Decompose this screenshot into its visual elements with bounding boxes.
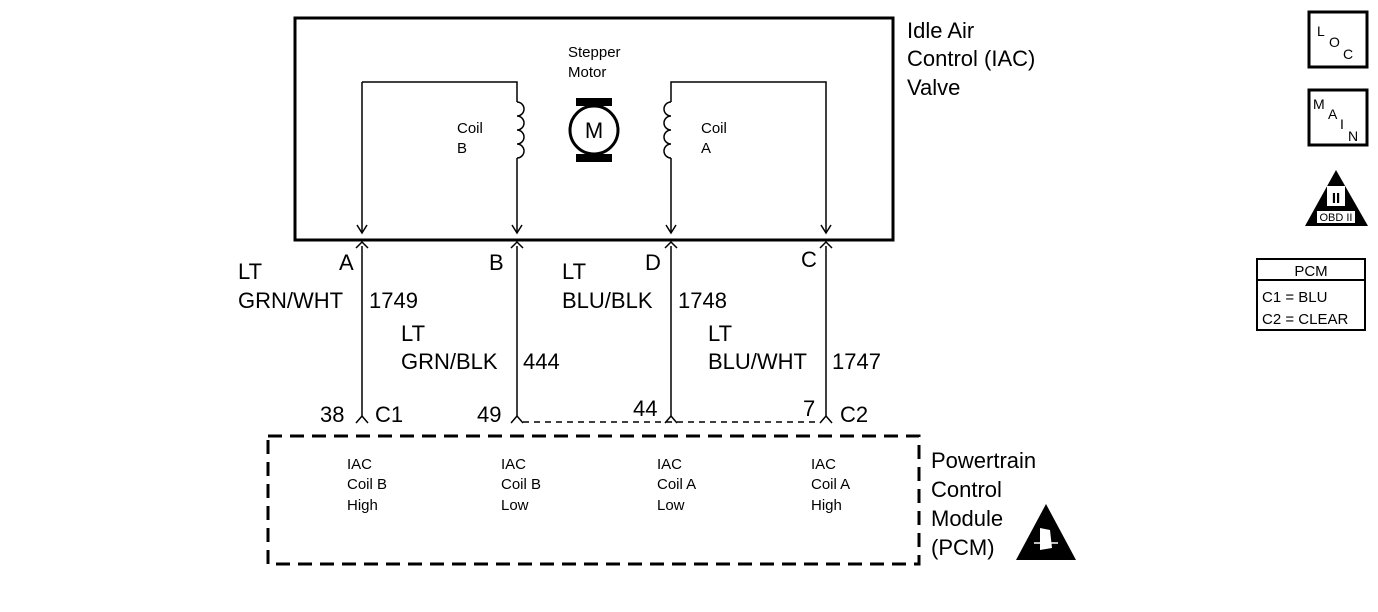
- pcm-circuit-2-line2: Coil B: [501, 476, 541, 493]
- wire-1747-circuit: 1747: [832, 349, 881, 374]
- pcm-title-line2: Control: [931, 477, 1002, 502]
- pcm-connector-table: PCM C1 = BLU C2 = CLEAR: [1256, 258, 1366, 331]
- loc-symbol-icon: L O C: [1307, 10, 1369, 69]
- main-letter-i: I: [1340, 116, 1344, 132]
- wire-1749-color-line1: LT: [238, 259, 262, 284]
- loc-letter-c: C: [1343, 46, 1353, 62]
- valve-connector-pins: [355, 240, 833, 249]
- pin-a-label: A: [339, 250, 354, 275]
- pcm-table-row2: C2 = CLEAR: [1262, 311, 1348, 328]
- pcm-pin-49: 49: [477, 402, 501, 427]
- pcm-title-line1: Powertrain: [931, 448, 1036, 473]
- iac-valve-title-line3: Valve: [907, 75, 960, 100]
- wire-1749-circuit: 1749: [369, 288, 418, 313]
- wire-1747-color-line2: BLU/WHT: [708, 349, 807, 374]
- wire-1749-color-line2: GRN/WHT: [238, 288, 343, 313]
- obd-ii-numeral: II: [1332, 190, 1340, 207]
- pcm-title-line3: Module: [931, 506, 1003, 531]
- loc-letter-l: L: [1317, 23, 1325, 39]
- pcm-connector-c2: C2: [840, 402, 868, 427]
- pcm-circuit-3-line2: Coil A: [657, 476, 696, 493]
- pin-c-label: C: [801, 247, 817, 272]
- pcm-circuit-4-line3: High: [811, 497, 842, 514]
- pcm-table-title: PCM: [1294, 263, 1327, 280]
- pcm-circuit-1-line1: IAC: [347, 456, 372, 473]
- obd-ii-label: OBD II: [1319, 212, 1352, 224]
- main-letter-n: N: [1348, 128, 1358, 144]
- pcm-circuit-3-line1: IAC: [657, 456, 682, 473]
- pin-b-label: B: [489, 250, 504, 275]
- coil-a-label-line2: A: [701, 140, 711, 157]
- wire-444-color-line1: LT: [401, 321, 425, 346]
- stepper-motor-icon: M: [568, 98, 620, 162]
- wire-1747-color-line1: LT: [708, 321, 732, 346]
- coil-b-label-line1: Coil: [457, 120, 483, 137]
- wire-1748-color-line2: BLU/BLK: [562, 288, 653, 313]
- pcm-connector-pins: [355, 414, 833, 424]
- wire-444-color-line2: GRN/BLK: [401, 349, 498, 374]
- iac-valve-box: [293, 16, 895, 242]
- pcm-title-line4: (PCM): [931, 535, 995, 560]
- iac-valve-title-line2: Control (IAC): [907, 46, 1035, 71]
- wire-1748-circuit: 1748: [678, 288, 727, 313]
- wire-1748-color-line1: LT: [562, 259, 586, 284]
- pcm-circuit-3-line3: Low: [657, 497, 685, 514]
- stepper-motor-label-line1: Stepper: [568, 44, 621, 61]
- pcm-circuit-2-line3: Low: [501, 497, 529, 514]
- main-letter-a: A: [1328, 106, 1338, 122]
- pcm-circuit-4-line2: Coil A: [811, 476, 850, 493]
- coil-b-label-line2: B: [457, 140, 467, 157]
- pcm-pin-38: 38: [320, 402, 344, 427]
- esd-warning-icon: [1016, 504, 1076, 560]
- iac-valve-title-line1: Idle Air: [907, 18, 974, 43]
- main-letter-m: M: [1313, 96, 1325, 112]
- pcm-connector-c1: C1: [375, 402, 403, 427]
- obd-ii-icon: II OBD II: [1305, 170, 1368, 226]
- pcm-circuit-4-line1: IAC: [811, 456, 836, 473]
- pin-d-label: D: [645, 250, 661, 275]
- coil-a-label-line1: Coil: [701, 120, 727, 137]
- main-symbol-icon: M A I N: [1307, 88, 1369, 147]
- wire-444-circuit: 444: [523, 349, 560, 374]
- coil-a-circuit: [663, 81, 832, 235]
- harness-wires: [361, 246, 827, 416]
- pcm-circuit-2-line1: IAC: [501, 456, 526, 473]
- pcm-circuit-1-line3: High: [347, 497, 378, 514]
- stepper-motor-symbol: M: [585, 118, 603, 143]
- pcm-pin-7: 7: [803, 396, 815, 421]
- pcm-circuit-1-line2: Coil B: [347, 476, 387, 493]
- coil-b-circuit: [356, 81, 525, 235]
- stepper-motor-label-line2: Motor: [568, 64, 606, 81]
- pcm-table-row1: C1 = BLU: [1262, 289, 1327, 306]
- loc-letter-o: O: [1329, 34, 1340, 50]
- pcm-box: [266, 434, 921, 566]
- pcm-pin-44: 44: [633, 396, 657, 421]
